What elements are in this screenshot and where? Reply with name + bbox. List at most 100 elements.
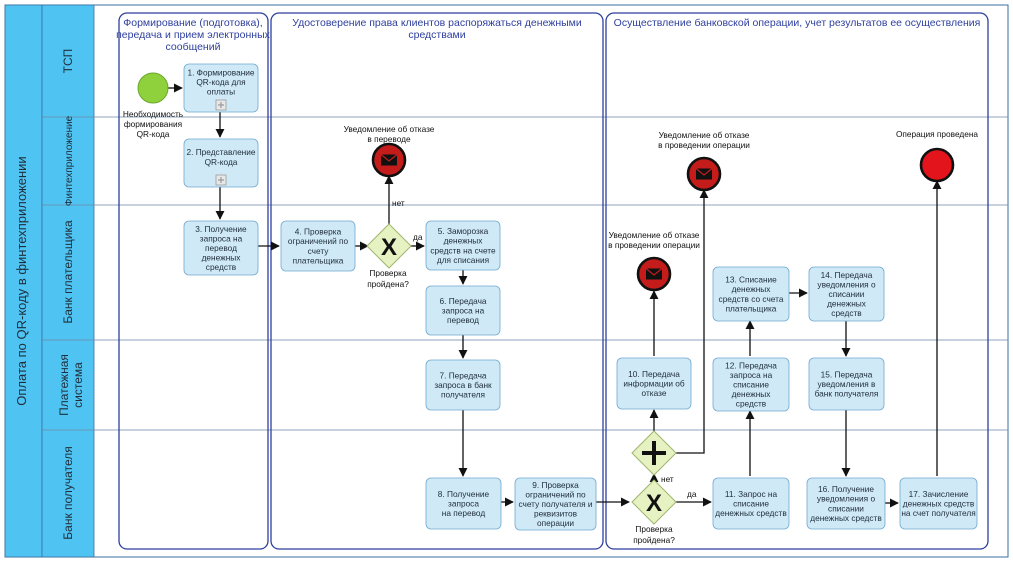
exclusive-gateway-2[interactable]	[631, 479, 677, 525]
pool-label: Оплата по QR-коду в финтехприложении	[14, 156, 29, 405]
parallel-gateway	[631, 430, 677, 476]
task-box[interactable]	[712, 477, 790, 530]
end-event-label: Операция проведена	[896, 129, 978, 139]
lane-label-tsp: ТСП	[61, 49, 75, 74]
plus-icon	[642, 441, 666, 465]
task-box[interactable]	[514, 477, 597, 531]
lane-labels: ТСП Финтехприложение Банк плательщика Пл…	[57, 49, 85, 540]
lane-label-payer-bank: Банк плательщика	[61, 220, 75, 324]
sequence-flows	[168, 83, 942, 508]
gateway-2-yes-label: да	[687, 489, 697, 499]
gateway-1-no-label: нет	[392, 198, 405, 208]
phase-frames	[118, 12, 989, 550]
lane-band	[41, 4, 95, 558]
end-event: Операция проведена	[896, 129, 978, 183]
task-box[interactable]	[280, 220, 356, 272]
task-box[interactable]	[183, 220, 259, 276]
task-box[interactable]	[616, 357, 692, 410]
phase-title-p1: Формирование (подготовка),передача и при…	[116, 17, 271, 53]
subprocess-plus-icon	[215, 174, 227, 186]
task-box[interactable]	[183, 138, 259, 188]
task-box[interactable]	[425, 285, 501, 336]
exclusive-gateway-1[interactable]	[366, 223, 412, 269]
phase-1-frame	[118, 12, 269, 550]
lane-label-payment-system: Платежнаясистема	[57, 354, 85, 416]
phase-title-p2: Удостоверение права клиентов распоряжать…	[292, 17, 582, 41]
start-event-circle[interactable]	[137, 72, 169, 104]
lane-label-fintech: Финтехприложение	[64, 115, 75, 206]
gateway-x-icon: X	[381, 234, 397, 261]
phase-3-frame	[605, 12, 989, 550]
envelope-icon	[380, 154, 398, 166]
subprocess-plus-icon	[215, 99, 227, 111]
task-box[interactable]	[712, 357, 790, 412]
task-box[interactable]	[899, 477, 978, 530]
lane-dividers	[42, 116, 1008, 431]
task-box[interactable]	[183, 63, 259, 113]
task-box[interactable]	[808, 266, 885, 322]
task-box[interactable]	[808, 357, 885, 411]
envelope-icon	[695, 168, 713, 180]
phase-2-frame	[270, 12, 604, 550]
gateway-x-icon: X	[646, 490, 662, 517]
task-box[interactable]	[806, 477, 886, 530]
lane-label-recipient-bank: Банк получателя	[61, 446, 75, 539]
phase-titles: Формирование (подготовка),передача и при…	[116, 17, 980, 53]
task-box[interactable]	[425, 220, 501, 271]
task-box[interactable]	[712, 266, 790, 322]
end-event-circle[interactable]	[919, 147, 955, 183]
envelope-icon	[645, 268, 663, 280]
task-box[interactable]	[425, 477, 502, 530]
gateway-1-yes-label: да	[413, 232, 423, 242]
task-box[interactable]	[425, 359, 501, 411]
gateway-2-no-label: нет	[661, 474, 674, 484]
